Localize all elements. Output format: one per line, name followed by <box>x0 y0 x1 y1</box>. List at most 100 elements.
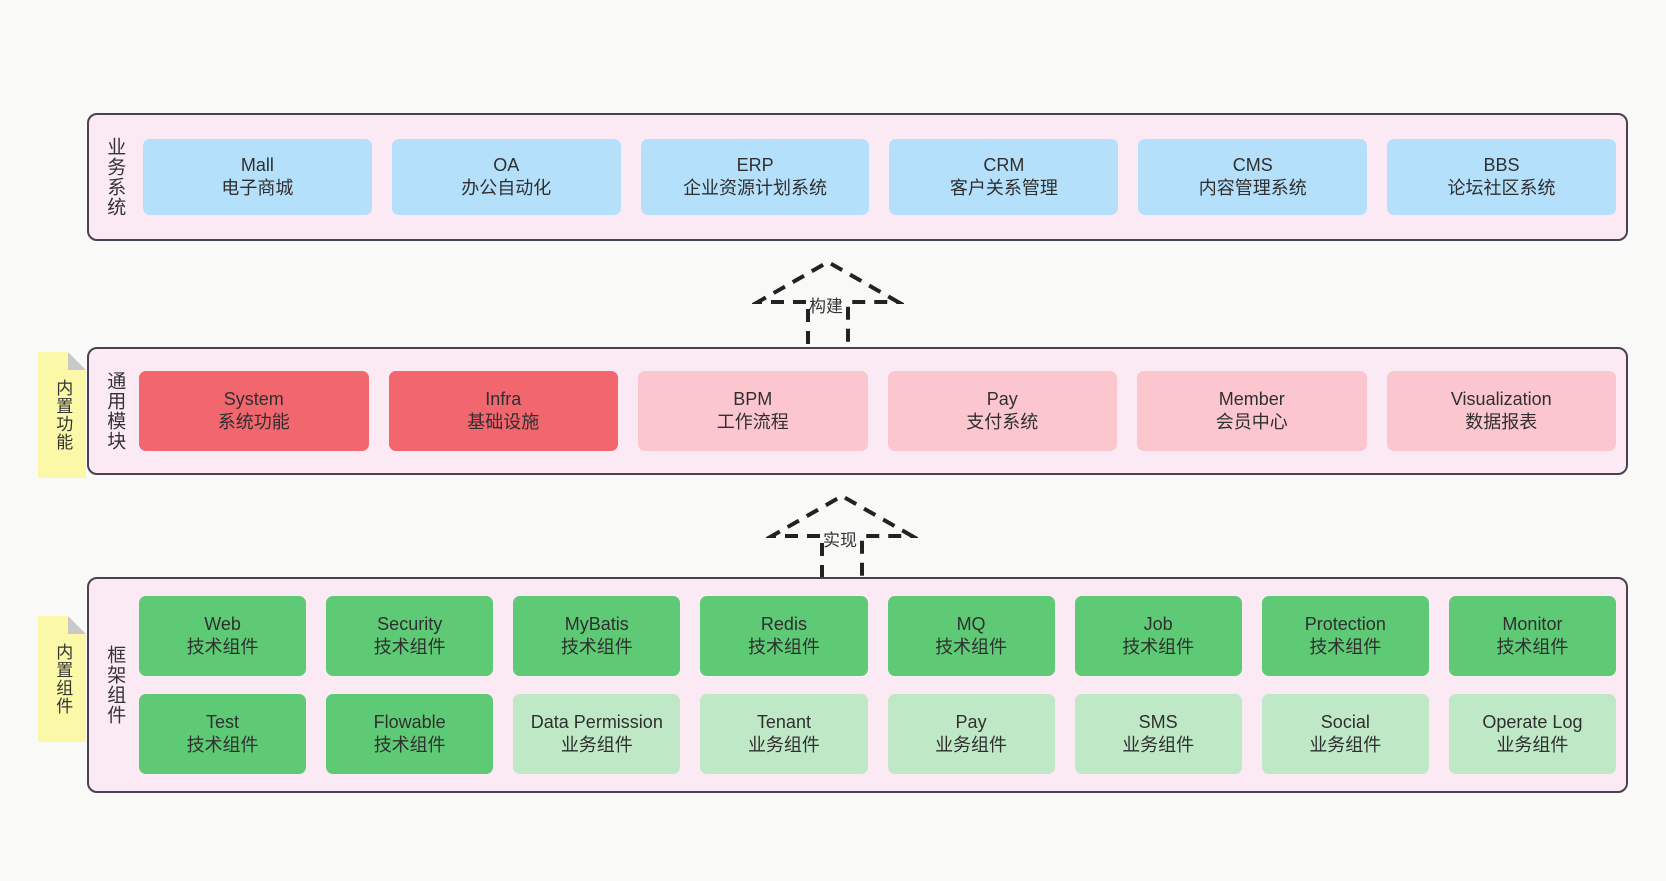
card-desc: 业务组件 <box>1122 735 1195 755</box>
framework-card-redis[interactable]: Redis 技术组件 <box>700 596 868 676</box>
framework-card-job[interactable]: Job 技术组件 <box>1074 596 1242 676</box>
card-name: Web <box>204 613 241 634</box>
framework-card-web[interactable]: Web 技术组件 <box>139 596 307 676</box>
layer-business-systems: 业务系统 Mall 电子商城 OA 办公自动化 ERP 企业资源计划系统 CRM… <box>87 113 1628 241</box>
card-desc: 基础设施 <box>467 412 540 432</box>
module-card-member[interactable]: Member 会员中心 <box>1137 371 1367 451</box>
framework-card-monitor[interactable]: Monitor 技术组件 <box>1448 596 1616 676</box>
framework-card-security[interactable]: Security 技术组件 <box>326 596 494 676</box>
layer-framework-components: 框架组件 Web 技术组件 Security 技术组件 MyBatis 技术组件… <box>87 577 1628 793</box>
business-card-mall[interactable]: Mall 电子商城 <box>143 139 372 215</box>
card-desc: 技术组件 <box>186 637 259 657</box>
business-card-oa[interactable]: OA 办公自动化 <box>391 139 621 215</box>
card-name: Pay <box>955 711 987 732</box>
card-name: Mall <box>240 154 274 175</box>
sticky-fold-corner-icon <box>68 616 86 634</box>
framework-card-mybatis[interactable]: MyBatis 技术组件 <box>513 596 681 676</box>
card-desc: 电子商城 <box>221 178 294 198</box>
card-desc: 论坛社区系统 <box>1447 178 1556 198</box>
card-desc: 业务组件 <box>1496 735 1569 755</box>
card-name: Monitor <box>1502 613 1563 634</box>
framework-card-tenant[interactable]: Tenant 业务组件 <box>700 694 868 774</box>
card-name: SMS <box>1138 711 1178 732</box>
framework-card-data-permission[interactable]: Data Permission 业务组件 <box>513 694 681 774</box>
dashed-arrow-icon <box>764 493 920 578</box>
card-desc: 业务组件 <box>935 735 1008 755</box>
card-name: System <box>223 388 284 409</box>
card-name: CRM <box>983 154 1025 175</box>
sticky-fold-corner-icon <box>68 352 86 370</box>
card-desc: 系统功能 <box>217 412 290 432</box>
framework-card-pay[interactable]: Pay 业务组件 <box>887 694 1055 774</box>
card-name: Infra <box>485 388 522 409</box>
framework-card-sms[interactable]: SMS 业务组件 <box>1074 694 1242 774</box>
framework-row-technical: Web 技术组件 Security 技术组件 MyBatis 技术组件 Redi… <box>139 596 1616 676</box>
card-name: Redis <box>760 613 807 634</box>
card-desc: 企业资源计划系统 <box>683 178 828 198</box>
card-desc: 技术组件 <box>1496 637 1569 657</box>
card-desc: 技术组件 <box>560 637 633 657</box>
card-name: Test <box>206 711 240 732</box>
connector-implement-label: 实现 <box>823 531 857 550</box>
card-name: Visualization <box>1450 388 1552 409</box>
module-card-bpm[interactable]: BPM 工作流程 <box>638 371 868 451</box>
card-desc: 支付系统 <box>966 412 1039 432</box>
card-name: Protection <box>1304 613 1386 634</box>
module-card-system[interactable]: System 系统功能 <box>139 371 369 451</box>
sticky-note-builtin-components: 内置组件 <box>38 616 86 742</box>
card-desc: 技术组件 <box>373 735 446 755</box>
card-desc: 办公自动化 <box>461 178 552 198</box>
card-name: Data Permission <box>530 711 663 732</box>
card-name: Social <box>1320 711 1370 732</box>
layer-modules-title: 通用模块 <box>104 371 126 451</box>
card-desc: 技术组件 <box>186 735 259 755</box>
dashed-arrow-icon <box>750 259 906 344</box>
sticky-note-label: 内置功能 <box>53 379 73 451</box>
card-name: Flowable <box>373 711 446 732</box>
card-desc: 会员中心 <box>1215 412 1288 432</box>
card-name: Job <box>1143 613 1173 634</box>
framework-card-protection[interactable]: Protection 技术组件 <box>1261 596 1429 676</box>
business-card-erp[interactable]: ERP 企业资源计划系统 <box>640 139 870 215</box>
card-desc: 业务组件 <box>560 735 633 755</box>
framework-card-test[interactable]: Test 技术组件 <box>139 694 307 774</box>
business-card-crm[interactable]: CRM 客户关系管理 <box>889 139 1119 215</box>
card-name: Pay <box>986 388 1018 409</box>
card-desc: 技术组件 <box>1122 637 1195 657</box>
card-name: ERP <box>736 154 774 175</box>
card-desc: 内容管理系统 <box>1198 178 1307 198</box>
sticky-note-builtin-features: 内置功能 <box>38 352 86 478</box>
module-card-visualization[interactable]: Visualization 数据报表 <box>1386 371 1616 451</box>
connector-implement-arrow: 实现 <box>764 492 920 580</box>
card-desc: 技术组件 <box>747 637 820 657</box>
card-desc: 技术组件 <box>1309 637 1382 657</box>
card-desc: 技术组件 <box>373 637 446 657</box>
card-name: Operate Log <box>1482 711 1583 732</box>
framework-card-operate-log[interactable]: Operate Log 业务组件 <box>1448 694 1616 774</box>
card-name: Tenant <box>756 711 811 732</box>
business-card-cms[interactable]: CMS 内容管理系统 <box>1138 139 1368 215</box>
card-desc: 业务组件 <box>1309 735 1382 755</box>
sticky-note-label: 内置组件 <box>53 643 73 715</box>
card-desc: 业务组件 <box>747 735 820 755</box>
card-desc: 数据报表 <box>1465 412 1538 432</box>
card-name: BBS <box>1483 154 1520 175</box>
module-card-infra[interactable]: Infra 基础设施 <box>388 371 618 451</box>
card-name: Security <box>377 613 443 634</box>
modules-row: System 系统功能 Infra 基础设施 BPM 工作流程 Pay 支付系统… <box>139 371 1616 451</box>
card-name: OA <box>493 154 520 175</box>
framework-card-mq[interactable]: MQ 技术组件 <box>887 596 1055 676</box>
layer-business-title: 业务系统 <box>104 137 126 217</box>
framework-card-social[interactable]: Social 业务组件 <box>1261 694 1429 774</box>
framework-card-flowable[interactable]: Flowable 技术组件 <box>326 694 494 774</box>
card-name: Member <box>1218 388 1285 409</box>
module-card-pay[interactable]: Pay 支付系统 <box>887 371 1117 451</box>
connector-build-label: 构建 <box>809 297 843 316</box>
layer-common-modules: 通用模块 System 系统功能 Infra 基础设施 BPM 工作流程 Pay… <box>87 347 1628 475</box>
card-desc: 工作流程 <box>716 412 789 432</box>
layer-framework-title: 框架组件 <box>104 645 126 725</box>
business-card-bbs[interactable]: BBS 论坛社区系统 <box>1387 139 1616 215</box>
business-row: Mall 电子商城 OA 办公自动化 ERP 企业资源计划系统 CRM 客户关系… <box>143 139 1616 215</box>
connector-build-arrow: 构建 <box>750 258 906 346</box>
